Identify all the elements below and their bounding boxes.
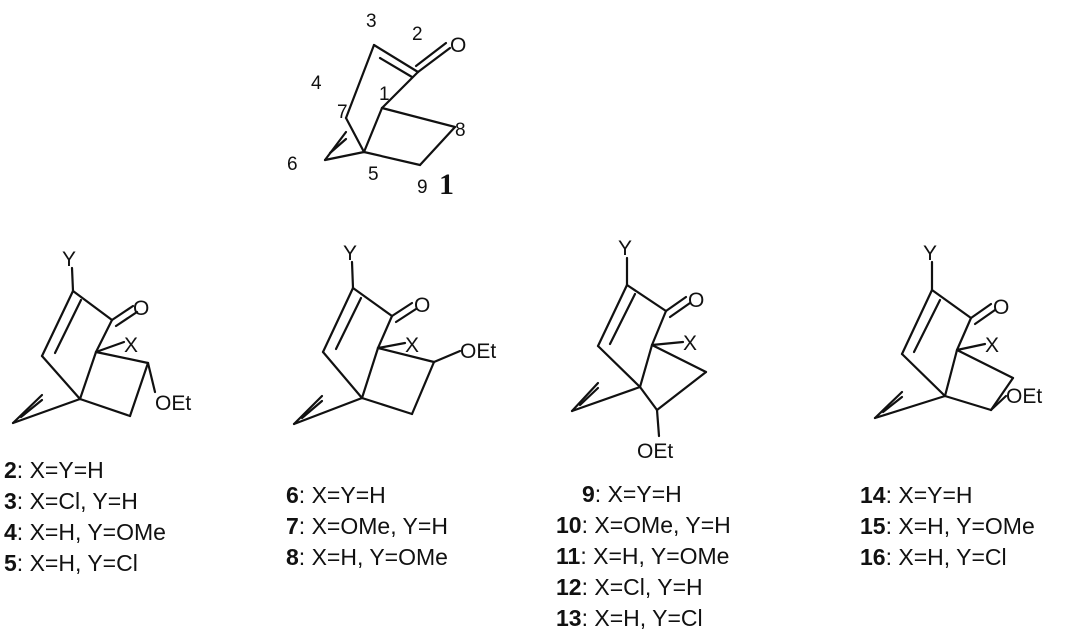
position-1-label: 1 — [379, 84, 390, 105]
compound-substituents: : X=H, Y=OMe — [885, 513, 1035, 539]
structure-c-oxygen-label: O — [688, 289, 704, 312]
structure-group-b — [292, 260, 462, 426]
caption-row: 11: X=H, Y=OMe — [556, 541, 731, 572]
structure-group-a — [11, 266, 157, 425]
structure-b-x-label: X — [405, 334, 419, 357]
caption-row: 7: X=OMe, Y=H — [286, 511, 448, 542]
structure-group-d — [873, 260, 1015, 420]
caption-row: 3: X=Cl, Y=H — [4, 486, 166, 517]
position-3-label: 3 — [366, 11, 377, 32]
position-6-label: 6 — [287, 154, 298, 175]
compound-number: 10 — [556, 512, 582, 538]
caption-group-c: 9: X=Y=H 10: X=OMe, Y=H 11: X=H, Y=OMe 1… — [556, 479, 731, 634]
structure-a-x-label: X — [124, 334, 138, 357]
structure-d-x-label: X — [985, 334, 999, 357]
position-8-label: 8 — [455, 120, 466, 141]
compound-number: 14 — [860, 482, 886, 508]
structure-c-y-label: Y — [618, 237, 632, 260]
compound-substituents: : X=Y=H — [594, 481, 682, 507]
caption-group-a: 2: X=Y=H 3: X=Cl, Y=H 4: X=H, Y=OMe 5: X… — [4, 455, 166, 579]
compound-1-structure — [323, 41, 457, 167]
compound-substituents: : X=H, Y=Cl — [581, 605, 703, 631]
structure-d-oxygen-label: O — [993, 296, 1009, 319]
position-4-label: 4 — [311, 73, 322, 94]
compound-number: 7 — [286, 513, 299, 539]
position-9-label: 9 — [417, 177, 428, 198]
compound-number: 9 — [582, 481, 595, 507]
structure-b-oet-label: OEt — [460, 340, 496, 363]
compound-number: 15 — [860, 513, 886, 539]
compound-number: 5 — [4, 550, 17, 576]
compound-substituents: : X=H, Y=OMe — [298, 544, 448, 570]
compound-number: 16 — [860, 544, 886, 570]
compound-substituents: : X=OMe, Y=H — [581, 512, 731, 538]
compound-number: 11 — [556, 543, 581, 569]
compound-number: 4 — [4, 519, 17, 545]
structure-c-oet-label: OEt — [637, 440, 673, 463]
compound-number: 8 — [286, 544, 299, 570]
position-7-label: 7 — [337, 102, 348, 123]
compound-1-label: 1 — [439, 168, 454, 201]
structure-b-oxygen-label: O — [414, 294, 430, 317]
caption-row: 8: X=H, Y=OMe — [286, 542, 448, 573]
caption-row: 5: X=H, Y=Cl — [4, 548, 166, 579]
caption-row: 15: X=H, Y=OMe — [860, 511, 1035, 542]
caption-group-d: 14: X=Y=H 15: X=H, Y=OMe 16: X=H, Y=Cl — [860, 480, 1035, 573]
position-2-label: 2 — [412, 24, 423, 45]
structure-a-oet-label: OEt — [155, 392, 191, 415]
caption-row: 13: X=H, Y=Cl — [556, 603, 731, 634]
compound-number: 13 — [556, 605, 582, 631]
structure-a-oxygen-label: O — [133, 297, 149, 320]
compound-substituents: : X=H, Y=Cl — [885, 544, 1007, 570]
compound-substituents: : X=H, Y=OMe — [580, 543, 730, 569]
structure-a-y-label: Y — [62, 248, 76, 271]
caption-row: 9: X=Y=H — [556, 479, 731, 510]
structure-c-x-label: X — [683, 332, 697, 355]
compound-1-oxygen-label: O — [450, 34, 466, 57]
compound-substituents: : X=H, Y=OMe — [16, 519, 166, 545]
caption-row: 12: X=Cl, Y=H — [556, 572, 731, 603]
structure-d-oet-label: OEt — [1006, 385, 1042, 408]
caption-row: 10: X=OMe, Y=H — [556, 510, 731, 541]
structure-b-y-label: Y — [343, 242, 357, 265]
compound-number: 6 — [286, 482, 299, 508]
compound-substituents: : X=OMe, Y=H — [298, 513, 448, 539]
structure-group-c — [570, 256, 708, 438]
caption-row: 2: X=Y=H — [4, 455, 166, 486]
compound-substituents: : X=Y=H — [298, 482, 386, 508]
caption-group-b: 6: X=Y=H 7: X=OMe, Y=H 8: X=H, Y=OMe — [286, 480, 448, 573]
caption-row: 16: X=H, Y=Cl — [860, 542, 1035, 573]
compound-substituents: : X=Y=H — [885, 482, 973, 508]
structure-d-y-label: Y — [923, 242, 937, 265]
compound-substituents: : X=H, Y=Cl — [16, 550, 138, 576]
caption-row: 6: X=Y=H — [286, 480, 448, 511]
position-5-label: 5 — [368, 164, 379, 185]
compound-substituents: : X=Cl, Y=H — [16, 488, 138, 514]
compound-substituents: : X=Y=H — [16, 457, 104, 483]
caption-row: 4: X=H, Y=OMe — [4, 517, 166, 548]
compound-number: 2 — [4, 457, 17, 483]
compound-number: 12 — [556, 574, 582, 600]
compound-number: 3 — [4, 488, 17, 514]
caption-row: 14: X=Y=H — [860, 480, 1035, 511]
compound-substituents: : X=Cl, Y=H — [581, 574, 703, 600]
